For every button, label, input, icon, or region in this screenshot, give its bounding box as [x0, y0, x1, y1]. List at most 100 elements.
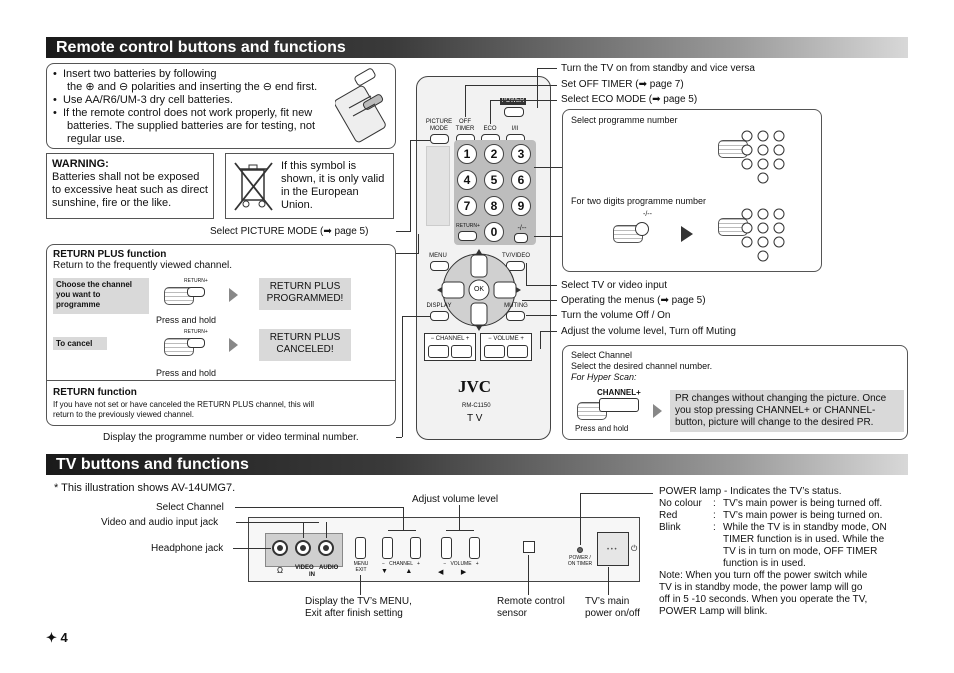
- choose-channel-line: programme: [56, 300, 101, 309]
- power-timer-label: ON TIMER: [567, 561, 593, 567]
- callout-muting: Turn the volume Off / On: [561, 310, 671, 321]
- crossed-bin-icon: [234, 162, 273, 211]
- hyper-scan-line: PR changes without changing the picture.…: [675, 393, 887, 404]
- power-lamp-note: POWER Lamp will blink.: [659, 606, 768, 617]
- remote-tv-label: T V: [467, 413, 483, 424]
- colon: :: [713, 510, 716, 521]
- eco-label: ECO: [483, 126, 497, 132]
- callout-line: [446, 530, 474, 531]
- remote-return-label: RETURN+: [456, 223, 480, 229]
- remote-key-3: 3: [511, 144, 531, 164]
- tv-channel-up-button: [410, 537, 421, 559]
- programmed-message: RETURN PLUS PROGRAMMED!: [259, 278, 351, 310]
- power-lamp-value: TV’s main power is being turned off.: [723, 498, 882, 510]
- power-lamp-value-line: TV is in turn on mode, OFF TIMER: [723, 546, 878, 557]
- label-main-power: TV’s main: [585, 596, 630, 607]
- return-plus-desc: Return to the frequently viewed channel.: [53, 260, 232, 271]
- callout-power: Turn the TV on from standby and vice ver…: [561, 63, 755, 74]
- callout-tv-video: Select TV or video input: [561, 280, 667, 291]
- dash-button-icon: [635, 222, 649, 236]
- callout-line: [540, 331, 557, 332]
- remote-volume-label: VOLUME: [493, 336, 519, 342]
- dash-label: -/--: [643, 211, 652, 218]
- play-arrow-icon: [681, 226, 693, 242]
- return-plus-title: RETURN PLUS function: [53, 249, 167, 260]
- callout-line: [459, 505, 460, 530]
- label-remote-sensor: sensor: [497, 608, 528, 619]
- callout-line: [534, 236, 562, 237]
- remote-key-4: 4: [457, 170, 477, 190]
- callout-line: [418, 234, 419, 254]
- press-and-hold-label: Press and hold: [575, 424, 629, 433]
- callout-line: [534, 167, 562, 168]
- remote-tv-video-label: TV/VIDEO: [501, 253, 530, 259]
- video-jack: [295, 540, 311, 556]
- remote-key-6: 6: [511, 170, 531, 190]
- hyper-scan-line: button, picture will change to the desir…: [675, 417, 874, 428]
- video-label: VIDEO: [295, 565, 314, 571]
- callout-line: [236, 522, 319, 523]
- callout-line: [396, 253, 418, 254]
- return-plus-button: [187, 287, 205, 297]
- remote-side-panel: [426, 146, 450, 226]
- page-number: ✦ 4: [46, 630, 68, 645]
- remote-volume-minus: [484, 345, 505, 358]
- callout-line: [540, 331, 541, 349]
- programmed-line: PROGRAMMED!: [266, 293, 344, 304]
- warning-title: WARNING:: [52, 158, 109, 170]
- power-lamp-note: TV is in standby mode, the power lamp wi…: [659, 582, 863, 593]
- power-lamp-value-line: While the TV is in standby mode, ON: [723, 522, 887, 533]
- label-adjust-volume: Adjust volume level: [412, 494, 499, 505]
- channel-button-icon: [599, 398, 639, 412]
- power-lamp-row: No colour:TV’s main power is being turne…: [659, 498, 909, 510]
- remote-channel-label: CHANNEL: [435, 336, 465, 342]
- callout-line: [396, 231, 410, 232]
- remote-menu-label: MENU: [429, 253, 447, 259]
- return-function-line: If you have not set or have canceled the…: [53, 400, 315, 409]
- label-remote-sensor: Remote control: [497, 596, 565, 607]
- tv-menu-exit-button: [355, 537, 366, 559]
- off-timer-label: OFF: [459, 119, 471, 125]
- channel-plus-label: CHANNEL+: [597, 388, 641, 397]
- audio-label: AUDIO: [319, 565, 339, 571]
- callout-line: [326, 522, 327, 538]
- label-display-menu: Display the TV’s MENU,: [305, 596, 412, 607]
- remote-dpad: [437, 249, 521, 331]
- power-lamp-value-line: TIMER function is in used. While the: [723, 534, 885, 545]
- arrow-right-icon: [229, 338, 238, 352]
- callout-line: [402, 316, 403, 437]
- symbol-line: shown, it is only valid: [281, 173, 385, 185]
- remote-volume-plus: [507, 345, 528, 358]
- remote-ok-label: OK: [473, 286, 485, 293]
- return-plus-box: RETURN PLUS function Return to the frequ…: [46, 244, 396, 426]
- power-lamp-row: Blink:While the TV is in standby mode, O…: [659, 522, 909, 570]
- canceled-line: RETURN PLUS: [269, 332, 341, 343]
- divider: [47, 380, 395, 381]
- power-lamp-value: TV’s main power is being turned on.: [723, 510, 882, 522]
- battery-notes-box: • Insert two batteries by following the …: [46, 63, 396, 149]
- power-lamp-row: Red:TV’s main power is being turned on.: [659, 510, 909, 522]
- callout-line: [410, 140, 411, 232]
- prog-box-two-digits: For two digits programme number: [571, 196, 707, 206]
- remote-muting-label: MUTING: [504, 303, 528, 309]
- return-function-line: return to the previously viewed channel.: [53, 410, 194, 419]
- label-select-channel: Select Channel: [156, 502, 224, 513]
- jvc-logo: JVC: [458, 377, 492, 396]
- press-and-hold-label: Press and hold: [156, 368, 217, 378]
- colon: :: [713, 498, 716, 509]
- callout-line: [608, 567, 609, 595]
- picture-mode-label: MODE: [430, 126, 448, 132]
- illustration-note: * This illustration shows AV-14UMG7.: [54, 482, 236, 494]
- canceled-message: RETURN PLUS CANCELED!: [259, 329, 351, 361]
- return-plus-button: [187, 338, 205, 348]
- callout-line: [235, 507, 403, 508]
- power-lamp-note: off in 5 -10 seconds. When you operate t…: [659, 594, 868, 605]
- callout-line: [410, 140, 430, 141]
- callout-line: [402, 316, 430, 317]
- callout-line: [490, 100, 557, 101]
- power-lamp-value-line: TV’s main power is being turned on.: [723, 510, 883, 521]
- callout-line: [580, 493, 581, 545]
- warning-box: WARNING: Batteries shall not be exposed …: [46, 153, 214, 219]
- callout-line: [490, 100, 491, 124]
